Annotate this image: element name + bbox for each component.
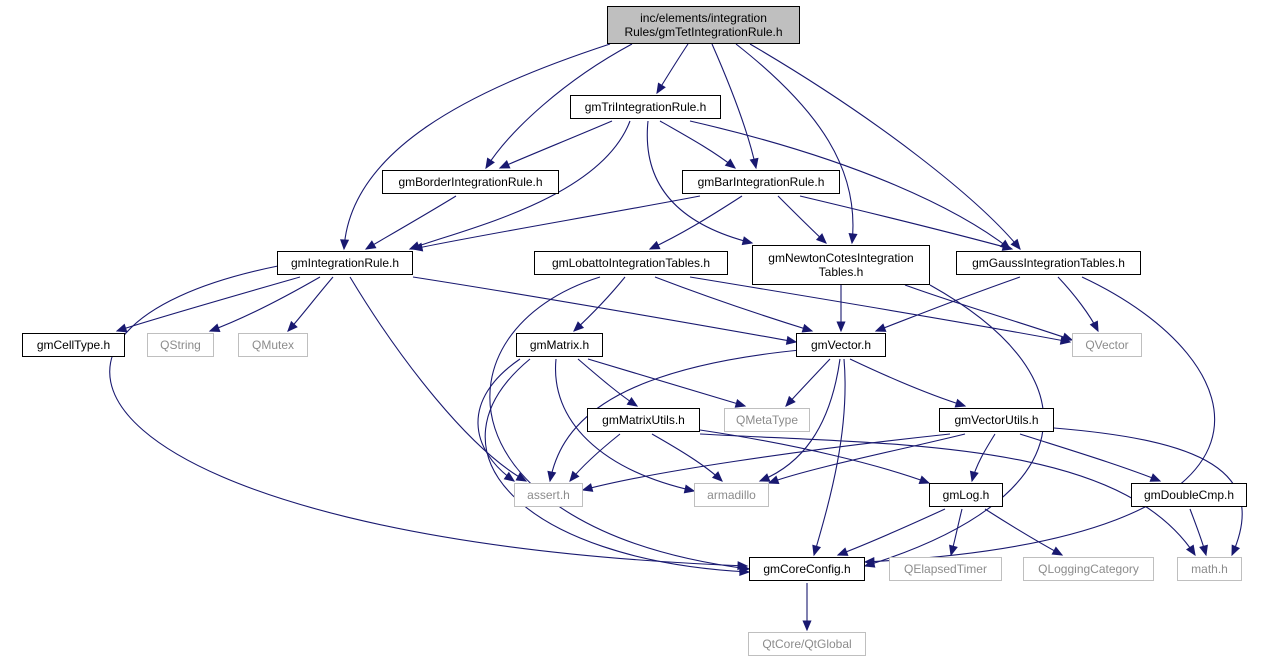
edge-root-to-gauss <box>749 43 1021 250</box>
node-bar[interactable]: gmBarIntegrationRule.h <box>682 170 840 194</box>
edge-root-to-border <box>485 43 633 170</box>
edge-root-to-newton <box>735 43 858 245</box>
edge-matrix-to-assert <box>477 358 521 482</box>
edge-tri-to-border <box>498 120 613 169</box>
edge-matrixutils-to-armadillo <box>651 433 723 482</box>
edge-newton-to-vector <box>836 284 846 333</box>
node-vector[interactable]: gmVector.h <box>796 333 886 357</box>
edge-lobatto-to-matrix <box>573 276 626 332</box>
edge-vectorutils-to-math <box>1053 427 1243 557</box>
edge-newton-to-qvector <box>904 284 1074 342</box>
node-matrixutils[interactable]: gmMatrixUtils.h <box>587 408 700 432</box>
edge-doublecmp-to-math <box>1189 508 1208 557</box>
edge-matrix-to-qmetatype <box>587 358 747 408</box>
edge-lobatto-to-vector <box>654 276 814 333</box>
node-qvector[interactable]: QVector <box>1072 333 1142 357</box>
edge-integ-to-celltype <box>115 276 301 333</box>
edge-log-to-coreconfig <box>836 508 946 556</box>
edge-log-to-elapsed <box>949 508 963 557</box>
edge-vector-to-vectorutils <box>849 358 967 408</box>
edge-matrixutils-to-math <box>699 433 1196 557</box>
node-integ[interactable]: gmIntegrationRule.h <box>277 251 413 275</box>
node-matrix[interactable]: gmMatrix.h <box>516 333 603 357</box>
edge-bar-to-gauss <box>799 195 1014 251</box>
node-logcat[interactable]: QLoggingCategory <box>1023 557 1154 581</box>
node-coreconfig[interactable]: gmCoreConfig.h <box>749 557 865 581</box>
edge-vectorutils-to-log <box>969 433 996 483</box>
edge-vectorutils-to-armadillo <box>767 433 966 485</box>
edge-log-to-logcat <box>984 508 1064 556</box>
node-math[interactable]: math.h <box>1177 557 1242 581</box>
edge-root-to-tri <box>656 43 689 95</box>
edge-matrixutils-to-assert <box>569 433 621 482</box>
edge-matrixutils-to-log <box>699 429 931 484</box>
edge-bar-to-newton <box>777 195 827 244</box>
node-lobatto[interactable]: gmLobattoIntegrationTables.h <box>534 251 728 275</box>
edge-tri-to-bar <box>659 120 737 169</box>
edge-gauss-to-coreconfig <box>863 276 1216 567</box>
node-tri[interactable]: gmTriIntegrationRule.h <box>570 95 721 119</box>
edge-gauss-to-qvector <box>1057 276 1099 333</box>
edge-root-to-bar <box>711 43 759 170</box>
edge-matrix-to-armadillo <box>554 358 696 494</box>
node-newton[interactable]: gmNewtonCotesIntegration Tables.h <box>752 245 930 285</box>
edge-bar-to-lobatto <box>648 195 743 250</box>
edge-bar-to-integ <box>411 195 701 252</box>
node-qtglobal[interactable]: QtCore/QtGlobal <box>748 632 866 656</box>
edge-vector-to-coreconfig <box>812 358 846 557</box>
edge-vector-to-assert <box>547 349 801 483</box>
node-qstring[interactable]: QString <box>147 333 214 357</box>
edge-integ-to-vector <box>412 276 798 345</box>
edge-vector-to-qmetatype <box>785 358 831 407</box>
node-gauss[interactable]: gmGaussIntegrationTables.h <box>956 251 1141 275</box>
node-celltype[interactable]: gmCellType.h <box>22 333 125 357</box>
edge-integ-to-qstring <box>208 276 321 333</box>
node-qmutex[interactable]: QMutex <box>238 333 308 357</box>
node-log[interactable]: gmLog.h <box>929 483 1003 507</box>
edge-coreconfig-to-qtglobal <box>802 583 812 632</box>
edge-matrix-to-matrixutils <box>577 358 639 407</box>
node-elapsed[interactable]: QElapsedTimer <box>889 557 1002 581</box>
edge-vectorutils-to-doublecmp <box>1019 433 1162 482</box>
node-vectorutils[interactable]: gmVectorUtils.h <box>939 408 1054 432</box>
node-doublecmp[interactable]: gmDoubleCmp.h <box>1131 483 1247 507</box>
edge-vectorutils-to-assert <box>581 433 951 492</box>
node-assert[interactable]: assert.h <box>514 483 583 507</box>
edge-integ-to-assert <box>349 276 528 482</box>
edge-root-to-integ <box>340 43 611 251</box>
edge-matrix-to-coreconfig <box>484 358 751 577</box>
edge-vector-to-armadillo <box>758 358 841 482</box>
edge-gauss-to-vector <box>874 276 1021 332</box>
node-qmetatype[interactable]: QMetaType <box>724 408 810 432</box>
node-border[interactable]: gmBorderIntegrationRule.h <box>382 170 559 194</box>
node-armadillo[interactable]: armadillo <box>694 483 769 507</box>
node-root[interactable]: inc/elements/integration Rules/gmTetInte… <box>607 6 800 44</box>
edge-border-to-integ <box>364 195 457 250</box>
edge-tri-to-newton <box>646 120 754 246</box>
edge-integ-to-qmutex <box>287 276 334 332</box>
